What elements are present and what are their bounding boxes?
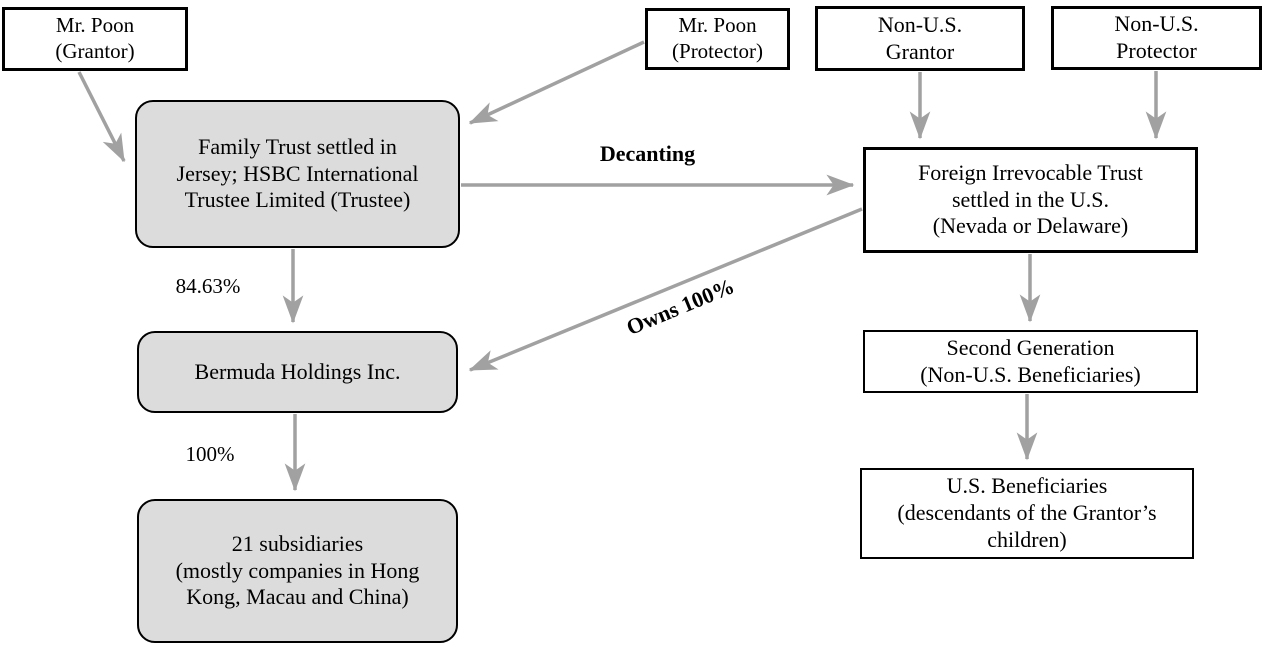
node-poon-protector: Mr. Poon (Protector) [645,8,790,70]
node-nonus-protector: Non-U.S. Protector [1051,6,1262,70]
label-ownership-84-63-pct: 84.63% [175,274,241,298]
label-owns-100-pct: Owns 100% [622,273,738,340]
node-bermuda-holdings: Bermuda Holdings Inc. [137,331,458,413]
node-21-subsidiaries: 21 subsidiaries (mostly companies in Hon… [137,499,458,643]
arrow-poon-grantor-to-family-trust [77,71,126,163]
node-second-generation: Second Generation (Non-U.S. Beneficiarie… [863,330,1198,393]
node-us-beneficiaries: U.S. Beneficiaries (descendants of the G… [860,468,1194,559]
arrow-foreign-trust-to-bermuda [468,207,863,372]
label-ownership-100-pct: 100% [185,442,235,466]
node-family-trust: Family Trust settled in Jersey; HSBC Int… [135,100,460,248]
arrow-poon-protector-to-family-trust [468,40,645,125]
node-poon-grantor: Mr. Poon (Grantor) [2,7,188,71]
node-foreign-trust: Foreign Irrevocable Trust settled in the… [863,147,1198,253]
node-nonus-grantor: Non-U.S. Grantor [815,6,1025,71]
label-decanting: Decanting [599,141,696,166]
